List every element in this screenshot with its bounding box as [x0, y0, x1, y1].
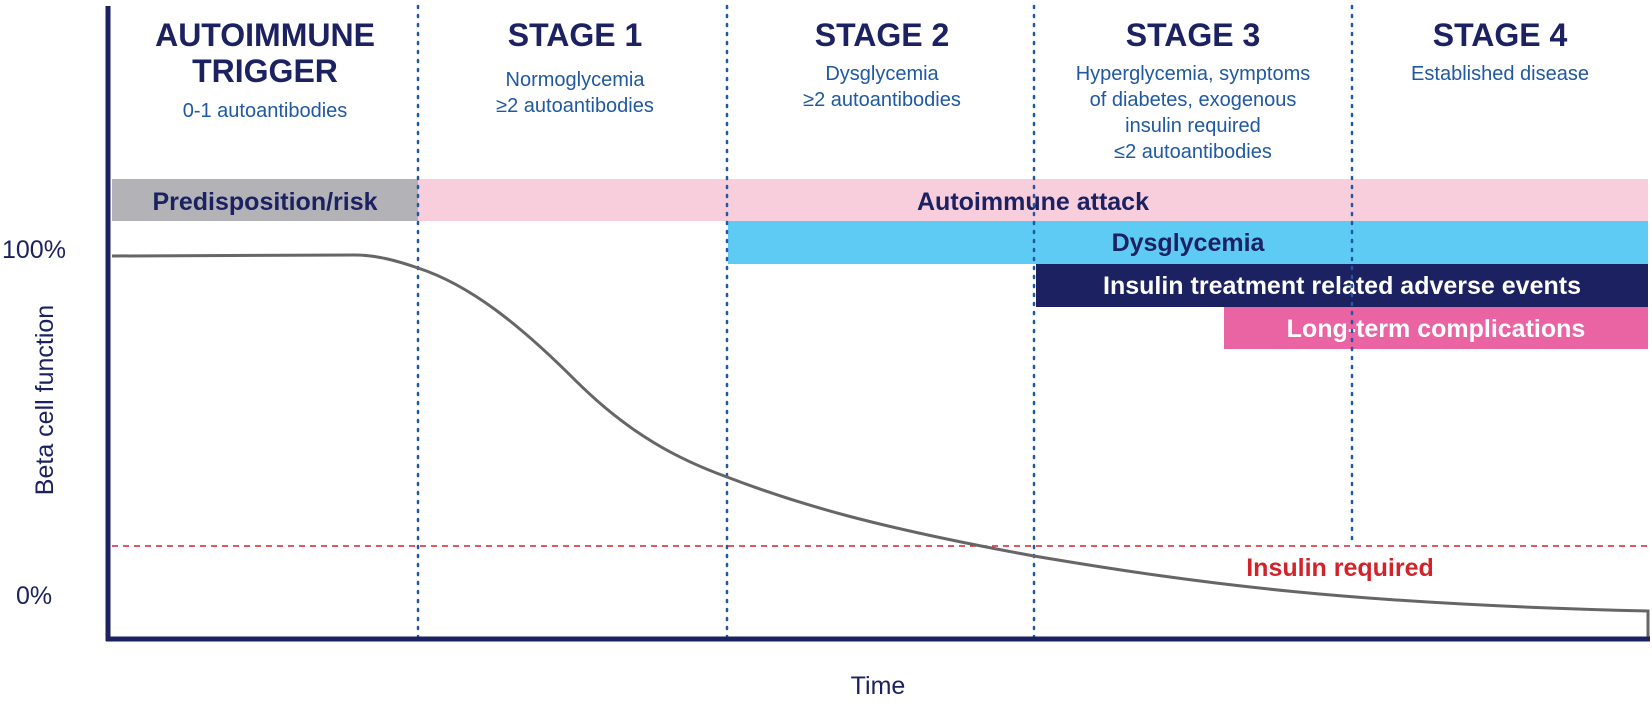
dysglycemia-bar-label: Dysglycemia	[1112, 229, 1266, 257]
stage-subtitle: ≥2 autoantibodies	[496, 95, 654, 117]
insulin-events-bar-label: Insulin treatment related adverse events	[1103, 272, 1581, 300]
stage-subtitle: ≥2 autoantibodies	[803, 89, 961, 111]
stage-subtitle: insulin required	[1125, 115, 1261, 137]
y-axis-label: Beta cell function	[31, 305, 59, 495]
stage-subtitle: 0-1 autoantibodies	[183, 100, 348, 122]
stage-column: STAGE 4 Established disease	[1411, 17, 1589, 85]
stage-subtitle: Normoglycemia	[506, 69, 646, 91]
stage-dividers	[416, 4, 1354, 640]
beta-cell-function-curve	[111, 253, 1650, 638]
dysglycemia-bar	[728, 221, 1648, 264]
insulin-required-label: Insulin required	[1246, 554, 1434, 582]
x-axis-label: Time	[851, 672, 906, 700]
stage-subtitle: Dysglycemia	[825, 63, 939, 85]
complications-bar-label: Long-term complications	[1287, 315, 1586, 343]
stage-column: STAGE 1 Normoglycemia ≥2 autoantibodies	[496, 17, 654, 117]
predisposition-bar	[112, 179, 418, 221]
stage-title: STAGE 2	[815, 17, 950, 53]
stage-subtitle: of diabetes, exogenous	[1090, 89, 1297, 111]
stage-title: AUTOIMMUNE	[155, 17, 375, 53]
stage-title: STAGE 4	[1433, 17, 1568, 53]
stage-title: TRIGGER	[192, 53, 338, 89]
stage-subtitle: ≤2 autoantibodies	[1114, 141, 1272, 163]
stage-column: AUTOIMMUNE TRIGGER 0-1 autoantibodies	[155, 17, 375, 122]
stage-column: STAGE 2 Dysglycemia ≥2 autoantibodies	[803, 17, 961, 111]
stage-title: STAGE 3	[1126, 17, 1261, 53]
autoimmune-attack-bar-label: Autoimmune attack	[917, 188, 1149, 216]
complications-bar	[1224, 307, 1648, 349]
predisposition-bar-label: Predisposition/risk	[152, 188, 377, 216]
insulin-events-bar	[1036, 264, 1648, 307]
y-tick-100: 100%	[2, 236, 66, 264]
stage-subtitle: Hyperglycemia, symptoms	[1076, 63, 1311, 85]
y-tick-0: 0%	[16, 582, 52, 610]
stage-title: STAGE 1	[508, 17, 643, 53]
stage-subtitle: Established disease	[1411, 63, 1589, 85]
stage-column: STAGE 3 Hyperglycemia, symptoms of diabe…	[1076, 17, 1311, 163]
